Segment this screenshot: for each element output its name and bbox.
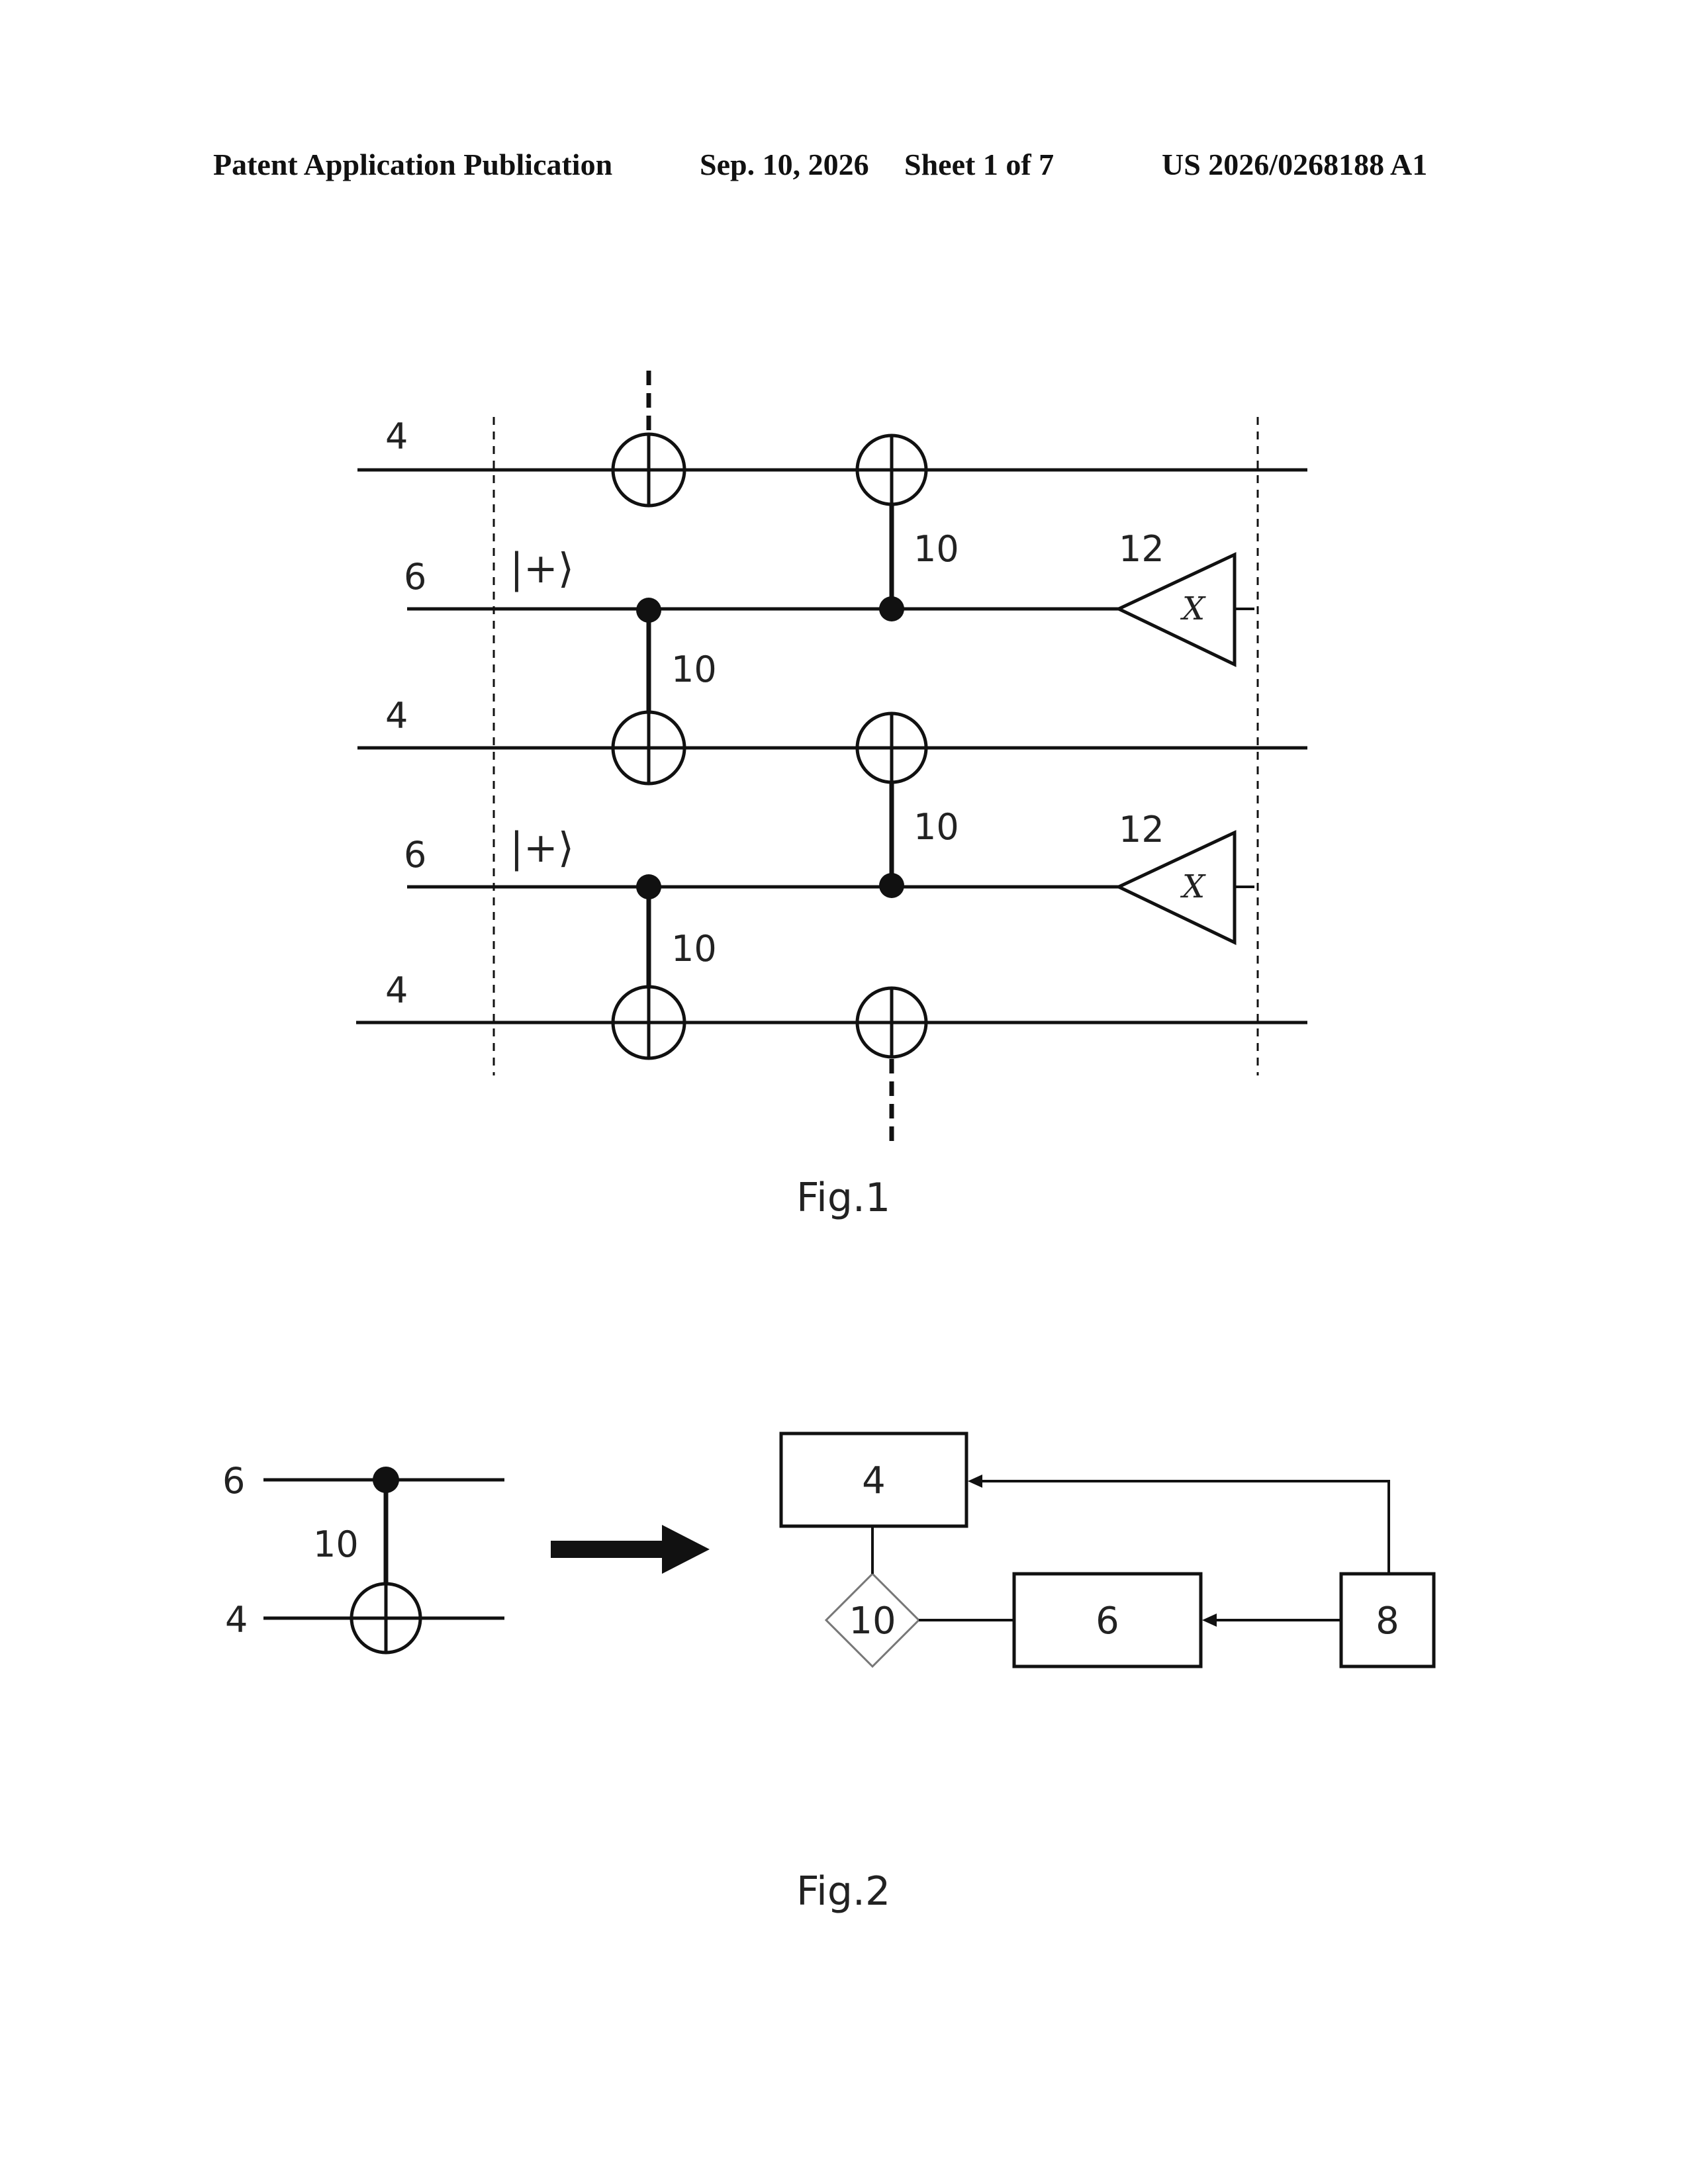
fig2-cnot-symbol — [263, 1467, 504, 1653]
fig1-measure-basis: X — [1180, 868, 1206, 905]
fig1-control-dot — [879, 873, 904, 898]
fig2-control-dot — [373, 1467, 399, 1493]
fig2-arrowhead-icon — [1202, 1614, 1217, 1627]
fig1-gate-label: 10 — [914, 806, 959, 848]
fig2-arrowhead-icon — [968, 1475, 982, 1488]
fig2-xor-target — [352, 1584, 420, 1653]
fig1-ket-plus-label: |+⟩ — [510, 823, 574, 872]
fig1-measure-label: 12 — [1119, 809, 1164, 850]
fig2-transform-arrow-icon — [551, 1525, 710, 1574]
fig1-control-dot — [636, 874, 661, 899]
fig1-xor-target — [857, 713, 926, 782]
fig1-wire-label: 4 — [385, 695, 408, 737]
fig1-wire-label: 4 — [385, 416, 408, 457]
fig1-xor-target — [613, 987, 684, 1058]
fig2-arrow-8-to-4 — [980, 1481, 1389, 1574]
fig1-wire-label: 6 — [404, 556, 426, 598]
fig2-wire-label-6: 6 — [222, 1460, 245, 1502]
fig1-xor-target — [613, 434, 684, 506]
fig1-measurement-triangle — [1119, 555, 1235, 664]
fig2-block-6-label: 6 — [1096, 1600, 1119, 1643]
fig1-gate-label: 10 — [671, 928, 717, 970]
fig1-gate-label: 10 — [671, 649, 717, 690]
fig1-gate-label: 10 — [914, 528, 959, 570]
fig2-caption: Fig.2 — [796, 1868, 890, 1915]
fig2-block-8-label: 8 — [1376, 1600, 1399, 1643]
fig2-wire-label-4: 4 — [225, 1599, 248, 1641]
fig1-circuit — [356, 371, 1307, 1145]
fig1-xor-target — [857, 435, 926, 504]
fig1-measure-label: 12 — [1119, 528, 1164, 570]
fig1-wire-label: 4 — [385, 970, 408, 1011]
fig2-block-4-label: 4 — [862, 1459, 886, 1502]
fig1-measure-basis: X — [1180, 590, 1206, 627]
fig1-wire-label: 6 — [404, 834, 426, 876]
fig1-control-dot — [636, 598, 661, 623]
fig1-xor-target — [857, 988, 926, 1057]
fig1-ket-plus-label: |+⟩ — [510, 544, 574, 592]
fig1-caption: Fig.1 — [796, 1175, 890, 1221]
fig2-gate-label: 10 — [313, 1524, 359, 1565]
fig1-control-dot — [879, 596, 904, 621]
fig1-xor-target — [613, 712, 684, 784]
fig2-diamond-label: 10 — [849, 1600, 896, 1643]
